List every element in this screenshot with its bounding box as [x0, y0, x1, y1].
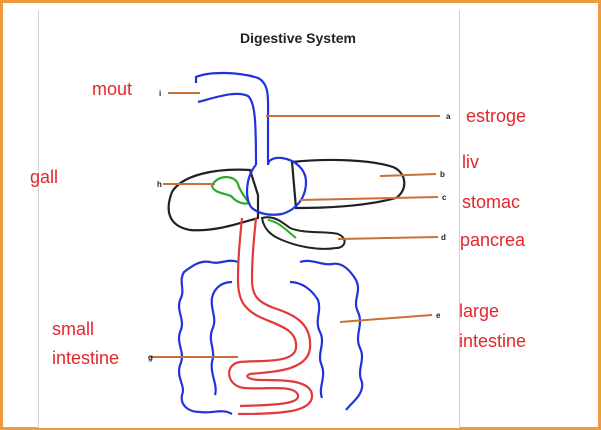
- esophagus: [198, 94, 256, 165]
- label-esophagus: estroge: [466, 106, 526, 126]
- pointer-liver: [380, 174, 436, 176]
- gall-bladder: [212, 177, 249, 204]
- marker-pancreas: d: [441, 233, 446, 242]
- marker-gall: h: [157, 180, 162, 189]
- large-intestine-left: [179, 261, 238, 414]
- label-large-intestine-line1: large: [459, 301, 499, 321]
- label-liver: liv: [462, 152, 479, 172]
- diagram-title: Digestive System: [240, 30, 356, 46]
- pointer-stomach: [300, 197, 438, 200]
- pointer-pancreas: [338, 237, 438, 239]
- mouth-upper: [196, 73, 268, 165]
- label-gall: gall: [30, 167, 58, 187]
- marker-stomach: c: [442, 193, 447, 202]
- label-stomach: stomac: [462, 192, 520, 212]
- marker-large-intestine: e: [436, 311, 441, 320]
- label-small-intestine-line1: small: [52, 319, 94, 339]
- marker-small-intestine: g: [148, 353, 153, 362]
- liver-left-lobe: [169, 170, 258, 231]
- marker-esophagus: a: [446, 112, 451, 121]
- label-mouth: mout: [92, 79, 132, 99]
- pointer-large-intestine: [340, 315, 432, 322]
- label-large-intestine-line2: intestine: [459, 331, 526, 351]
- small-intestine-outer: [229, 218, 298, 406]
- small-intestine-inner: [238, 218, 312, 414]
- marker-mouth: i: [159, 89, 161, 98]
- label-small-intestine-line2: intestine: [52, 348, 119, 368]
- marker-liver: b: [440, 170, 445, 179]
- label-pancreas: pancrea: [460, 230, 526, 250]
